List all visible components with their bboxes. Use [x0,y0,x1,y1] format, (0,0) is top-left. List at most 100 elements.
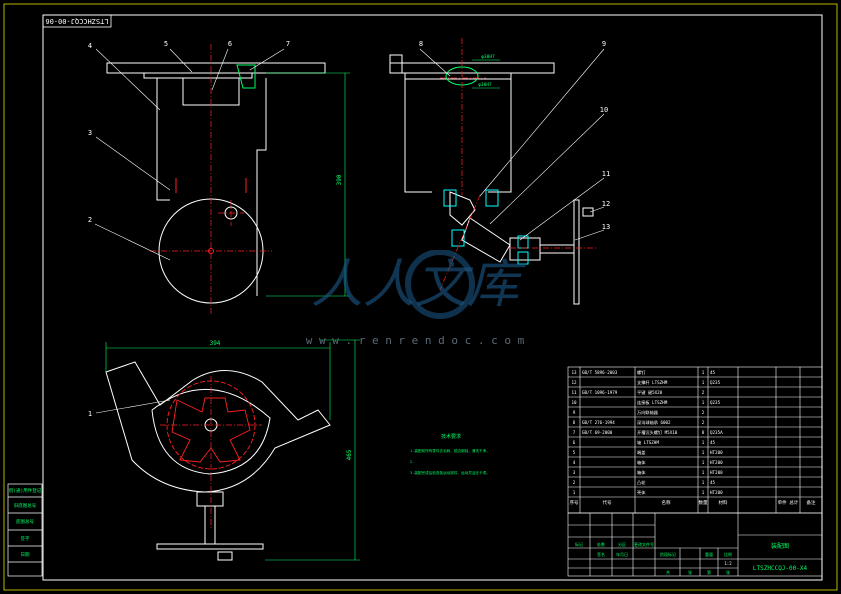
bom-cell-qty: 1 [702,460,705,465]
bom-header-mat: 材料 [719,499,728,506]
bom-cell-mat: HT200 [710,490,723,495]
bom-cell-no: 6 [573,440,576,445]
bom-cell-no: 10 [571,400,577,405]
dim-upper-1: φ30H7 [481,54,495,60]
sheet-label-3: 第 [707,569,711,575]
sign-label-3: 分区 [618,541,626,547]
sign-label-1: 标记 [575,541,583,547]
bom-cell-mat: 45 [710,440,716,445]
bom-cell-mat: 45 [710,370,716,375]
bom-cell-qty: 2 [702,420,705,425]
bom-header-code: 代号 [603,499,612,506]
technical-notes: 技术要求 1.装配前所有零件去毛刺、锐边倒钝，清洗干净。 2. 3.装配完成后检… [410,433,490,475]
dim-height: 390 [336,174,343,185]
corner-code-box: LTSZHCCQJ-00-06 [42,14,112,28]
balloon-13: 13 [602,223,610,231]
bom-cell-name: 箱体 [637,459,646,466]
bom-cell-name: 箱体 [637,469,646,476]
sign-label-5: 签名 [597,551,605,557]
balloon-3: 3 [88,129,92,137]
bom-cell-qty: 2 [702,410,705,415]
bom-cell-code: GB/T 5896-2003 [582,370,618,375]
note-3: 3.装配完成后检查各运动部件，运动灵活无卡滞。 [410,470,490,475]
balloon-12: 12 [602,200,610,208]
bom-cell-qty: 1 [702,490,705,495]
bom-cell-no: 12 [571,380,577,385]
bom-cell-no: 3 [573,470,576,475]
bom-cell-name: 壳体 [637,489,646,496]
bom-cell-qty: 1 [702,440,705,445]
sheet-label-1: 共 [666,569,670,575]
bom-grid [567,366,823,514]
inner-frame [42,14,823,581]
bom-cell-no: 11 [571,390,577,395]
bom-cell-no: 2 [573,480,576,485]
note-2: 2. [410,460,414,464]
bom-cell-no: 8 [573,420,576,425]
bom-cell-no: 7 [573,430,576,435]
bom-cell-name: 轴 LTSZHM [637,439,659,446]
bom-cell-qty: 1 [702,400,705,405]
bom-cell-no: 13 [571,370,577,375]
balloon-7: 7 [286,40,290,48]
bom-cell-mat: Q235 [710,380,721,385]
balloon-1: 1 [88,410,92,418]
bom-cell-no: 9 [573,410,576,415]
outer-frame [3,3,838,591]
bom-header-qty: 数量 [699,499,708,506]
stamp-label-1: 借(通)用件登记 [9,487,42,494]
bom-cell-qty: 1 [702,480,705,485]
bom-cell-qty: 1 [702,450,705,455]
scale-label-3: 比例 [724,551,732,557]
bom-cell-mat: Q235 [710,400,721,405]
bom-cell-name: 平键 键5X20 [637,389,663,396]
corner-code: LTSZHCCQJ-00-06 [45,17,108,25]
stamp-label-5: 日期 [21,552,30,558]
bom-cell-mat: HT200 [710,450,723,455]
stamp-label-3: 底图总号 [16,518,34,525]
sign-label-6: 年月日 [616,551,628,557]
scale-label-2: 重量 [705,551,713,557]
bom-cell-name: 连接板 LTSZHM [637,399,668,406]
sheet-label-2: 张 [688,569,692,575]
top-view [105,361,331,561]
bom-cell-no: 5 [573,450,576,455]
scale-label-1: 阶段标记 [660,551,676,557]
dim-upper-2: φ30H7 [478,82,492,88]
dim-width: 394 [210,340,221,347]
scale-value: 1:2 [724,561,732,566]
bom-cell-qty: 1 [702,380,705,385]
bom-cell-no: 1 [573,490,576,495]
notes-title: 技术要求 [441,433,461,440]
left-stamp-column [7,483,43,577]
title-block [567,512,823,577]
stamp-label-2: 旧底图总号 [14,502,37,509]
balloon-10: 10 [600,106,608,114]
balloon-2: 2 [88,216,92,224]
dim-right: 465 [346,449,353,460]
bom-cell-code: GB/T 1096-1979 [582,390,618,395]
bom-cell-name: 端盖 [637,449,645,456]
bom-header: 序号 代号 名称 数量 材料 单件 总计 备注 [570,499,816,506]
balloon-6: 6 [228,40,232,48]
balloon-9: 9 [602,40,606,48]
bom-cell-qty: 8 [702,430,705,435]
bom-cell-mat: HT200 [710,460,723,465]
side-view [389,54,594,305]
bom-cell-name: 开槽沉头螺钉 M5X10 [637,429,678,436]
bom-cell-name: 万向联轴器 [637,409,659,416]
bom-cell-name: 支撑杆 LTSZHM [637,379,668,386]
bom-cell-mat: Q235A [710,430,723,435]
bom-cell-qty: 2 [702,390,705,395]
balloon-11: 11 [602,170,610,178]
note-1: 1.装配前所有零件去毛刺、锐边倒钝，清洗干净。 [410,448,490,453]
bom-header-weight: 单件 总计 [778,499,799,506]
bom-cell-mat: 45 [710,480,716,485]
bom-cell-mat: HT200 [710,470,723,475]
bom-header-remark: 备注 [807,499,816,506]
bom-header-name: 名称 [662,499,671,506]
bom-cell-qty: 1 [702,370,705,375]
balloon-4: 4 [88,42,92,50]
bom-header-no: 序号 [570,499,579,506]
